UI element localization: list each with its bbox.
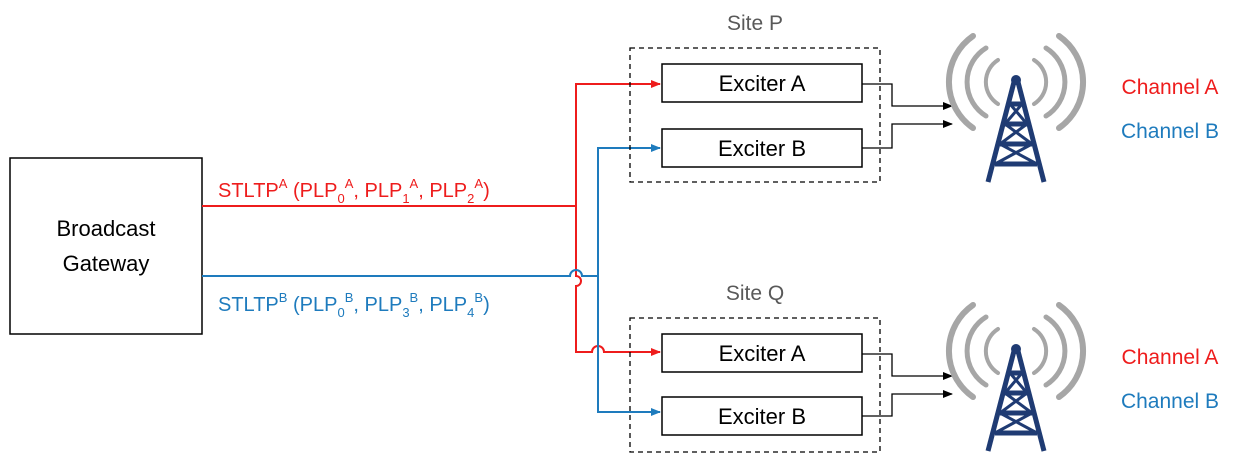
site-q: Site Q Exciter A Exciter B Channel A Cha… bbox=[629, 282, 1219, 453]
site-p-channel-b-label: Channel B bbox=[1121, 120, 1219, 143]
site-p-boundary bbox=[629, 47, 881, 183]
site-p-exciter-a-label: Exciter A bbox=[719, 71, 806, 96]
site-p-label: Site P bbox=[727, 12, 783, 35]
broadcast-gateway: Broadcast Gateway bbox=[9, 157, 203, 335]
broadcast-tower-icon bbox=[949, 36, 1083, 182]
stream-a-label: STLTPA (PLP0A, PLP1A, PLP2A) bbox=[218, 176, 490, 206]
site-p: Site P Exciter A Exciter B Channel A Cha… bbox=[629, 12, 1219, 183]
site-q-exciter-b-label: Exciter B bbox=[718, 404, 806, 429]
site-p-combiner bbox=[862, 83, 953, 149]
stream-b-path bbox=[202, 144, 661, 416]
site-q-channel-b-label: Channel B bbox=[1121, 390, 1219, 413]
stream-a-path bbox=[202, 80, 661, 356]
site-q-combiner bbox=[862, 353, 953, 417]
stream-b-label: STLTPB (PLP0B, PLP3B, PLP4B) bbox=[218, 290, 490, 320]
site-q-boundary bbox=[629, 317, 881, 453]
broadcast-tower-icon bbox=[949, 305, 1083, 451]
gateway-label-line1: Broadcast bbox=[56, 216, 155, 241]
site-q-label: Site Q bbox=[726, 282, 784, 305]
gateway-label-line2: Gateway bbox=[63, 251, 150, 276]
site-q-channel-a-label: Channel A bbox=[1122, 346, 1219, 369]
site-q-exciter-a bbox=[661, 333, 863, 373]
site-p-channel-a-label: Channel A bbox=[1122, 76, 1219, 99]
site-p-exciter-b-label: Exciter B bbox=[718, 136, 806, 161]
site-p-exciter-a bbox=[661, 63, 863, 103]
site-q-exciter-a-label: Exciter A bbox=[719, 341, 806, 366]
